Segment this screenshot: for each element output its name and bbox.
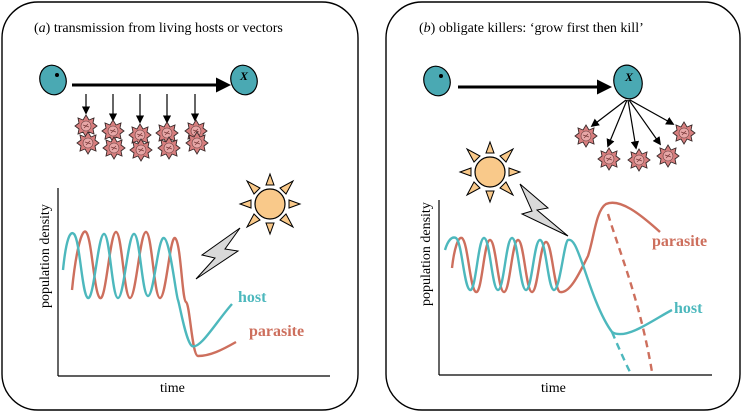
burst-arrows xyxy=(590,99,675,150)
panel-a-title: (a) transmission from living hosts or ve… xyxy=(34,21,283,36)
panel-b-title: (b) obligate killers: ‘grow first then k… xyxy=(419,21,644,36)
sun-icon xyxy=(239,173,301,235)
panel-b-parasite-curve xyxy=(450,201,661,294)
infected-cell-icon: X xyxy=(230,64,258,96)
panel-a-host-curve xyxy=(61,231,233,348)
host-cell-icon xyxy=(423,65,451,97)
panel-b-xlabel: time xyxy=(541,381,566,396)
panel-b-host-label: host xyxy=(674,300,703,317)
panel-a-frame xyxy=(1,1,359,411)
infected-cell-icon: X xyxy=(613,64,643,100)
infected-cell-mark: X xyxy=(624,70,634,84)
panel-b-host-curve xyxy=(443,236,673,336)
panel-a-xlabel: time xyxy=(160,381,185,396)
panel-b: (b) obligate killers: ‘grow first then k… xyxy=(385,1,741,411)
panel-a-host-label: host xyxy=(238,289,267,306)
lightning-icon xyxy=(195,227,241,280)
panel-a: (a) transmission from living hosts or ve… xyxy=(1,1,359,411)
panel-b-host-decline xyxy=(610,331,632,373)
host-cell-icon xyxy=(39,64,67,96)
panel-a-axes xyxy=(57,188,330,377)
lightning-icon xyxy=(519,183,569,237)
panel-a-parasite-label: parasite xyxy=(249,323,304,340)
panel-a-ylabel: population density xyxy=(38,204,53,308)
panel-a-parasite-curve xyxy=(70,230,237,358)
shedding-arrows xyxy=(81,94,200,124)
panel-b-parasite-decline xyxy=(606,213,654,373)
infected-cell-mark: X xyxy=(239,69,249,83)
panel-b-frame xyxy=(385,1,741,411)
panel-b-parasite-label: parasite xyxy=(652,233,707,250)
panel-b-axes xyxy=(438,200,712,376)
panel-b-ylabel: population density xyxy=(419,202,434,306)
sun-icon xyxy=(459,141,521,203)
